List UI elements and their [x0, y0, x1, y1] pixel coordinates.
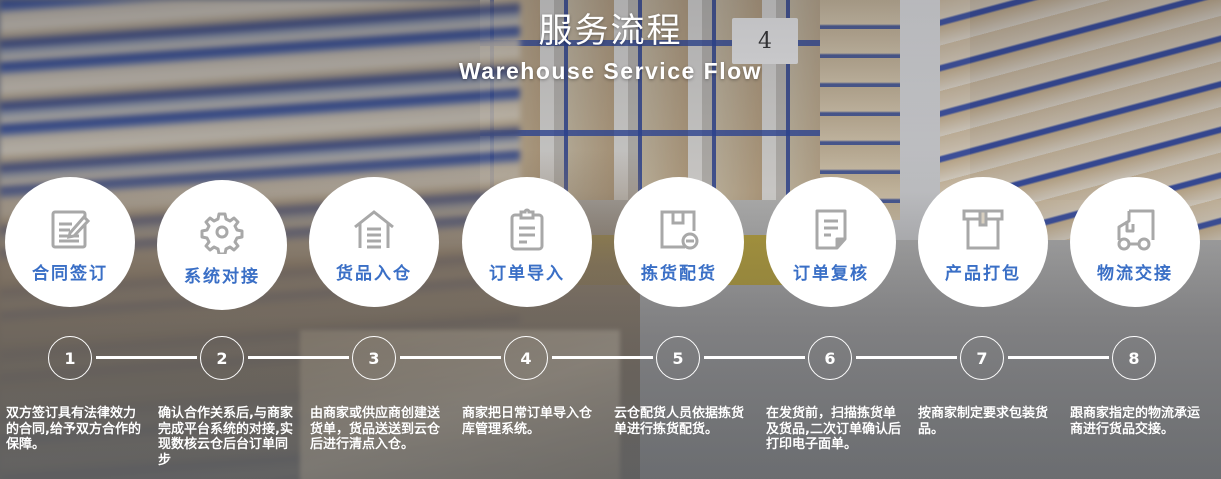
step-connector	[552, 356, 653, 359]
box-icon	[961, 207, 1005, 251]
step-connector	[1008, 356, 1109, 359]
step-description: 跟商家指定的物流承运商进行货品交接。	[1070, 406, 1201, 437]
service-card-order-import[interactable]: 订单导入	[462, 177, 592, 307]
service-card-contract[interactable]: 合同签订	[5, 177, 135, 307]
warehouse-icon	[352, 207, 396, 251]
service-card-system[interactable]: 系统对接	[157, 180, 287, 310]
package-minus-icon	[657, 207, 701, 251]
step-number: 3	[352, 336, 396, 380]
step-description: 商家把日常订单导入仓库管理系统。	[462, 406, 593, 437]
service-label: 货品入仓	[336, 264, 412, 284]
truck-icon	[1113, 207, 1157, 251]
gear-icon	[200, 210, 244, 254]
step-number: 8	[1112, 336, 1156, 380]
service-card-logistics[interactable]: 物流交接	[1070, 177, 1200, 307]
step-number: 7	[960, 336, 1004, 380]
step-connector	[856, 356, 957, 359]
step-number: 5	[656, 336, 700, 380]
service-label: 订单导入	[489, 264, 565, 284]
step-connector	[96, 356, 197, 359]
service-label: 订单复核	[793, 264, 869, 284]
step-connector	[704, 356, 805, 359]
step-description: 云仓配货人员依据拣货单进行拣货配货。	[614, 406, 745, 437]
service-label: 系统对接	[184, 267, 260, 287]
page-title: 服务流程	[538, 11, 683, 51]
step-number: 2	[200, 336, 244, 380]
service-card-inbound[interactable]: 货品入仓	[309, 177, 439, 307]
service-label: 拣货配货	[641, 264, 717, 284]
service-label: 产品打包	[945, 264, 1021, 284]
step-connector	[400, 356, 501, 359]
step-number: 1	[48, 336, 92, 380]
step-description: 双方签订具有法律效力的合同,给予双方合作的保障。	[6, 406, 141, 452]
step-number: 6	[808, 336, 852, 380]
step-description: 在发货前，扫描拣货单及货品,二次订单确认后打印电子面单。	[766, 406, 901, 452]
step-description: 由商家或供应商创建送货单，货品送送到云仓后进行清点入仓。	[310, 406, 441, 452]
service-card-picking[interactable]: 拣货配货	[614, 177, 744, 307]
step-number: 4	[504, 336, 548, 380]
step-description: 按商家制定要求包装货品。	[918, 406, 1049, 437]
service-card-review[interactable]: 订单复核	[766, 177, 896, 307]
step-description: 确认合作关系后,与商家完成平台系统的对接,实现数核云仓后台订单同步	[158, 406, 293, 468]
step-connector	[248, 356, 349, 359]
page-subtitle: Warehouse Service Flow	[458, 58, 763, 84]
document-icon	[809, 207, 853, 251]
service-card-packing[interactable]: 产品打包	[918, 177, 1048, 307]
contract-edit-icon	[48, 207, 92, 251]
service-label: 合同签订	[32, 264, 108, 284]
clipboard-icon	[505, 207, 549, 251]
service-label: 物流交接	[1097, 264, 1173, 284]
